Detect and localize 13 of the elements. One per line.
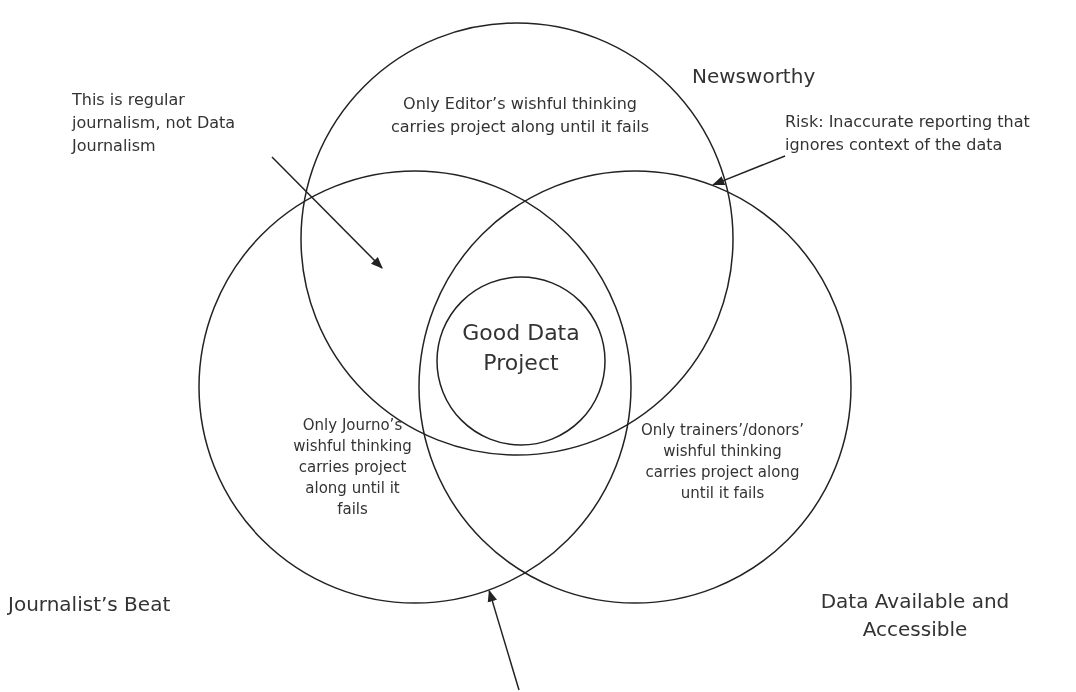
region-text: Only Journo’s wishful thinking carries project along until it fails — [290, 415, 415, 520]
region-text: Only Editor’s wishful thinking carries project along until it fails — [385, 92, 655, 138]
annotation-text: Risk: Inaccurate reporting that ignores context of the data — [785, 110, 1055, 156]
center-label: Good Data Project — [461, 319, 581, 377]
arrow — [712, 155, 786, 186]
circle-heading: Data Available and Accessible — [819, 588, 1011, 643]
center-circle — [436, 276, 606, 446]
arrow — [487, 589, 520, 691]
annotation-text: This is regular journalism, not Data Journalism — [72, 88, 272, 157]
region-text: Only trainers’/donors’ wishful thinking carries project along until it fails — [640, 420, 805, 504]
arrow — [271, 156, 383, 269]
circle-heading: Newsworthy — [692, 63, 817, 90]
circle-heading: Journalist’s Beat — [8, 591, 172, 618]
